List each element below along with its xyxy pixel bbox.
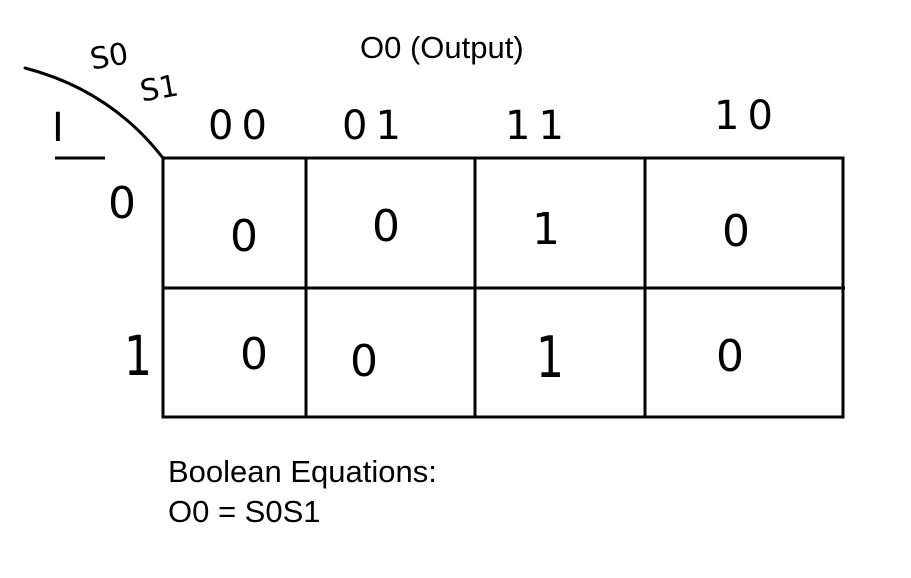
boolean-equations: Boolean Equations: O0 = S0S1	[168, 452, 437, 532]
cell-r0-c10: 0	[722, 206, 750, 257]
cell-r0-c01: 0	[372, 201, 400, 252]
cell-r1-c00: 0	[240, 329, 268, 380]
column-header-00: 00	[208, 103, 275, 149]
cell-r0-c00: 0	[230, 211, 258, 262]
column-header-11: 11	[505, 103, 572, 149]
cell-r1-c11: 1	[536, 324, 564, 392]
equations-heading: Boolean Equations:	[168, 454, 437, 489]
cell-r1-c10: 0	[716, 331, 744, 382]
kmap-title: O0 (Output)	[360, 30, 524, 65]
row-header-1: 1	[124, 325, 152, 389]
equation-o0: O0 = S0S1	[168, 494, 321, 529]
corner-diagonal	[23, 66, 165, 160]
row-variable-label: I	[52, 105, 64, 151]
column-header-01: 01	[342, 103, 409, 149]
column-header-10: 10	[714, 93, 781, 139]
cell-r1-c01: 0	[350, 336, 378, 387]
column-variable-s0: S0	[87, 36, 132, 78]
row-header-0: 0	[108, 178, 136, 229]
cell-r0-c11: 1	[532, 204, 560, 255]
column-variable-s1: S1	[137, 68, 182, 110]
